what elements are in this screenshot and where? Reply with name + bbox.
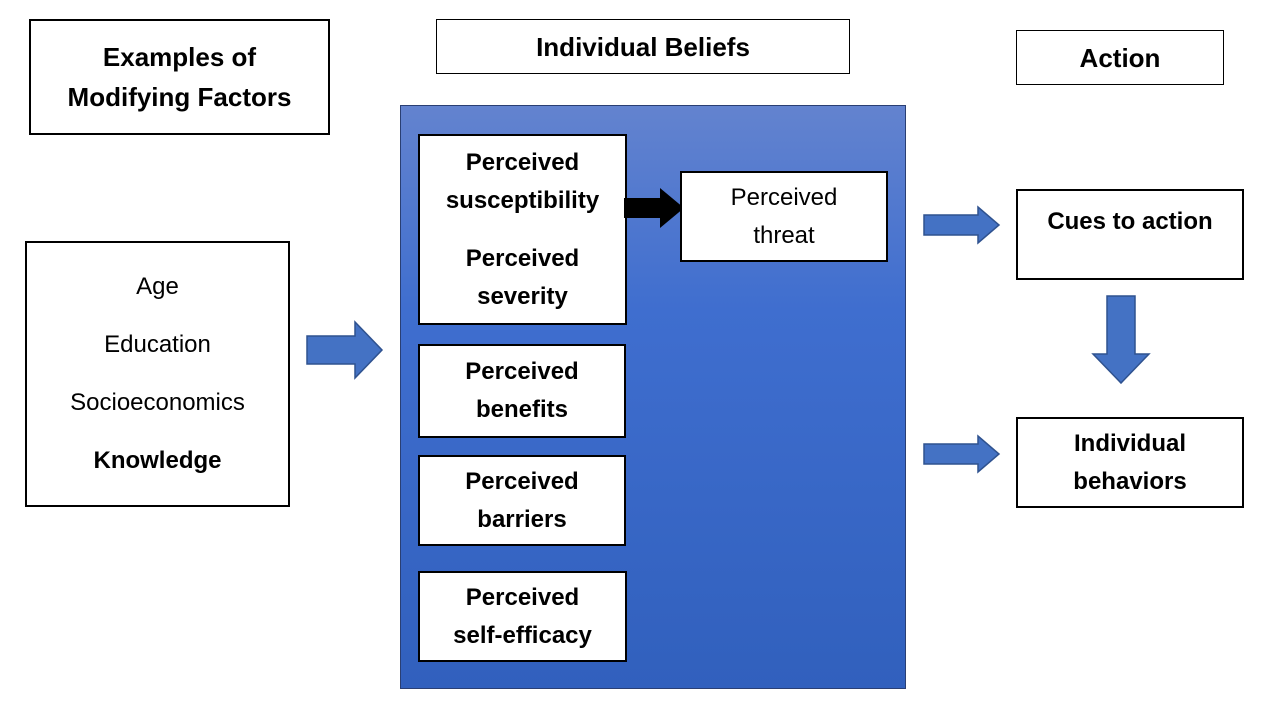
arrow-right-icon xyxy=(923,434,1001,474)
header-individual-beliefs: Individual Beliefs xyxy=(436,19,850,74)
factor-knowledge: Knowledge xyxy=(93,447,222,474)
belief-barriers-line1: Perceived xyxy=(465,467,579,495)
belief-self-efficacy-line2: self-efficacy xyxy=(453,621,592,649)
header-modifying-line1: Examples of xyxy=(102,42,257,72)
individual-behaviors-line1: Individual xyxy=(1073,429,1186,457)
arrow-right-icon xyxy=(923,205,1001,245)
cues-to-action-label: Cues to action xyxy=(1047,208,1213,235)
perceived-threat-line2: threat xyxy=(753,221,815,249)
header-action: Action xyxy=(1016,30,1224,85)
belief-susceptibility: Perceived susceptibility xyxy=(446,144,599,220)
arrow-down-icon xyxy=(1091,295,1151,385)
belief-susceptibility-severity-box: Perceived susceptibility Perceived sever… xyxy=(418,134,627,325)
belief-barriers-box: Perceived barriers xyxy=(418,455,626,546)
factor-education: Education xyxy=(104,331,211,358)
belief-self-efficacy-line1: Perceived xyxy=(465,583,580,611)
header-action-label: Action xyxy=(1079,42,1161,73)
perceived-threat-box: Perceived threat xyxy=(680,171,888,262)
header-beliefs-label: Individual Beliefs xyxy=(536,31,750,62)
arrow-right-icon xyxy=(306,320,384,380)
belief-severity-line1: Perceived xyxy=(465,244,580,272)
header-modifying-line2: Modifying Factors xyxy=(67,82,292,112)
cues-to-action-box: Cues to action xyxy=(1016,189,1244,280)
factor-socioeconomics: Socioeconomics xyxy=(70,389,245,416)
belief-benefits-box: Perceived benefits xyxy=(418,344,626,438)
modifying-factors-box: Age Education Socioeconomics Knowledge xyxy=(25,241,290,507)
belief-benefits-line2: benefits xyxy=(475,396,568,423)
individual-behaviors-box: Individual behaviors xyxy=(1016,417,1244,508)
individual-behaviors-line2: behaviors xyxy=(1073,467,1187,495)
belief-susceptibility-line2: susceptibility xyxy=(445,186,600,214)
arrow-right-black-icon xyxy=(624,188,684,228)
header-modifying-factors: Examples of Modifying Factors xyxy=(29,19,330,135)
belief-self-efficacy-box: Perceived self-efficacy xyxy=(418,571,627,662)
factor-age: Age xyxy=(136,273,179,300)
belief-barriers-line2: barriers xyxy=(477,505,567,533)
belief-benefits-line1: Perceived xyxy=(465,358,579,385)
belief-susceptibility-line1: Perceived xyxy=(465,148,580,176)
belief-severity: Perceived severity xyxy=(466,240,579,316)
belief-severity-line2: severity xyxy=(477,282,568,310)
perceived-threat-line1: Perceived xyxy=(730,183,838,211)
